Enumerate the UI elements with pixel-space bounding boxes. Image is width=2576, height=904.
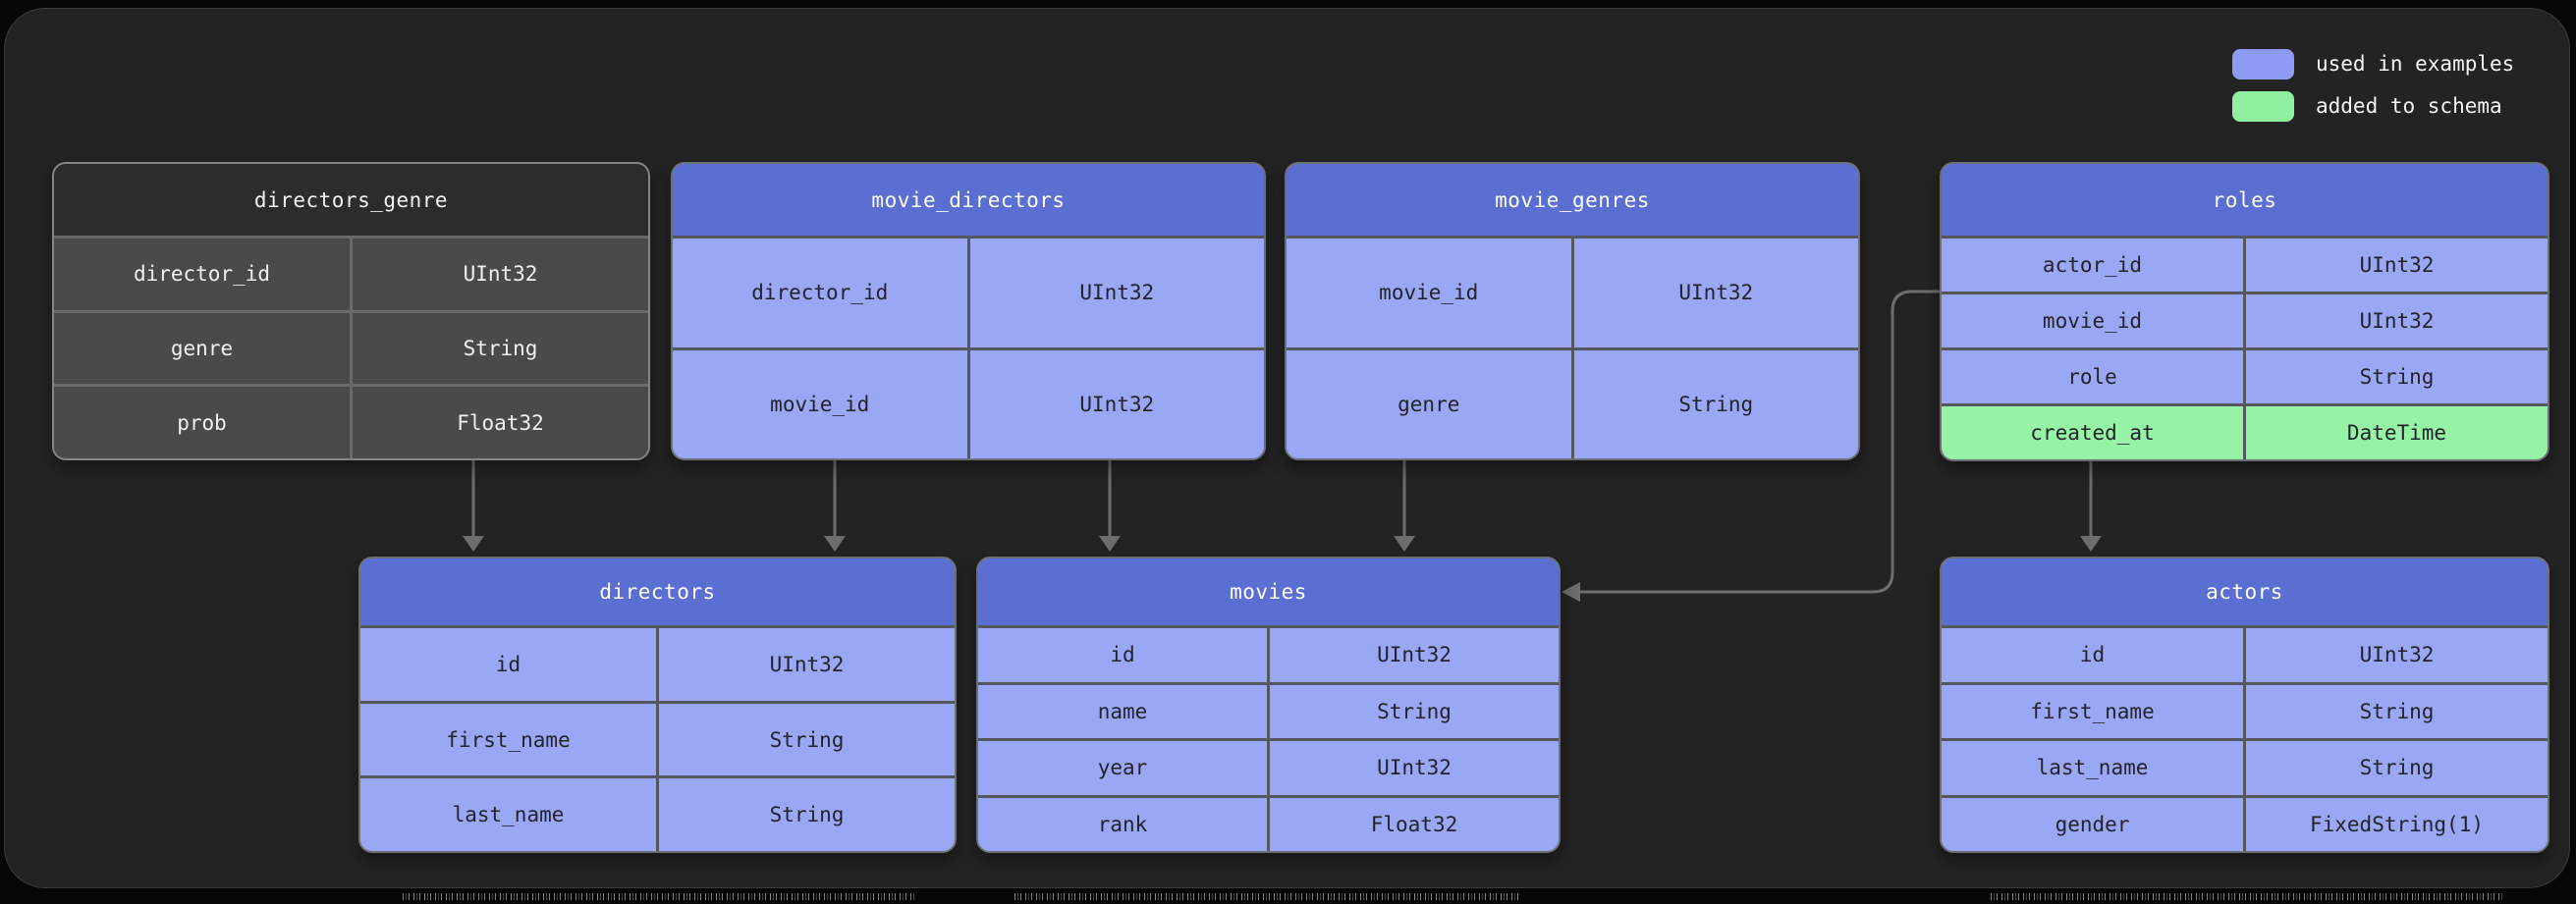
table-title: movies	[978, 558, 1559, 625]
column-row-last_name: last_name String	[360, 775, 955, 851]
table-movie_genres: movie_genres movie_id UInt32 genre String	[1285, 162, 1860, 460]
column-name: director_id	[673, 239, 970, 347]
column-row-movie_id: movie_id UInt32	[1942, 292, 2548, 347]
column-row-prob: prob Float32	[54, 384, 648, 458]
column-type: String	[2359, 756, 2435, 780]
column-name: id	[1942, 628, 2246, 682]
table-title: movie_directors	[673, 164, 1264, 236]
legend-item-used-in-examples: used in examples	[2232, 47, 2547, 80]
column-row-name: name String	[978, 681, 1559, 738]
column-name: last_name	[1942, 741, 2246, 795]
column-type: String	[2359, 699, 2435, 723]
legend-label: added to schema	[2316, 94, 2502, 118]
column-name: genre	[1287, 349, 1574, 458]
column-type: String	[1377, 699, 1452, 723]
column-name: year	[978, 741, 1270, 795]
column-row-director_id: director_id UInt32	[673, 236, 1264, 347]
column-row-genre: genre String	[1287, 346, 1858, 458]
column-row-first_name: first_name String	[1942, 681, 2548, 738]
column-row-movie_id: movie_id UInt32	[1287, 236, 1858, 347]
column-type: UInt32	[1079, 281, 1155, 305]
legend: used in examples added to schema	[2232, 47, 2547, 132]
column-row-gender: gender FixedString(1)	[1942, 794, 2548, 851]
column-name: name	[978, 684, 1270, 738]
column-name: actor_id	[1942, 239, 2246, 292]
column-type: Float32	[1370, 812, 1458, 836]
column-name: last_name	[360, 778, 659, 851]
column-name: id	[978, 628, 1270, 682]
legend-label: used in examples	[2316, 52, 2515, 76]
legend-item-added-to-schema: added to schema	[2232, 89, 2547, 123]
column-name: rank	[978, 797, 1270, 851]
column-row-id: id UInt32	[978, 625, 1559, 682]
column-type: DateTime	[2346, 421, 2447, 445]
column-row-created_at: created_at DateTime	[1942, 403, 2548, 459]
legend-swatch-green	[2232, 90, 2294, 122]
column-row-year: year UInt32	[978, 738, 1559, 795]
column-row-id: id UInt32	[360, 625, 955, 701]
column-row-role: role String	[1942, 347, 2548, 403]
legend-swatch-blue	[2232, 48, 2294, 80]
table-title: roles	[1942, 164, 2548, 236]
column-row-rank: rank Float32	[978, 794, 1559, 851]
column-type: FixedString(1)	[2309, 812, 2484, 836]
table-title: movie_genres	[1287, 164, 1858, 236]
column-name: director_id	[54, 239, 353, 310]
column-type: String	[463, 337, 538, 360]
column-type: UInt32	[1678, 281, 1754, 305]
column-type: UInt32	[2359, 309, 2435, 333]
column-name: movie_id	[673, 349, 970, 458]
column-type: UInt32	[769, 652, 845, 676]
bottom-microtext-segment	[403, 893, 914, 900]
column-row-movie_id: movie_id UInt32	[673, 346, 1264, 458]
column-name: genre	[54, 312, 353, 385]
column-name: id	[360, 628, 659, 701]
column-name: movie_id	[1942, 294, 2246, 347]
column-type: String	[769, 803, 845, 827]
column-row-first_name: first_name String	[360, 700, 955, 776]
table-body: movie_id UInt32 genre String	[1287, 236, 1858, 458]
column-type: UInt32	[2359, 253, 2435, 277]
column-row-actor_id: actor_id UInt32	[1942, 236, 2548, 292]
column-type: UInt32	[1377, 756, 1452, 780]
column-row-id: id UInt32	[1942, 625, 2548, 682]
column-name: prob	[54, 387, 353, 458]
column-type: UInt32	[463, 262, 538, 287]
column-row-director_id: director_id UInt32	[54, 236, 648, 310]
table-title: directors_genre	[54, 164, 648, 236]
column-type: String	[769, 727, 845, 752]
column-type: Float32	[457, 410, 544, 435]
column-name: created_at	[1942, 406, 2246, 459]
bottom-microtext-segment	[1991, 893, 2504, 900]
table-body: director_id UInt32 genre String prob Float32	[54, 236, 648, 458]
column-name: movie_id	[1287, 239, 1574, 347]
column-name: gender	[1942, 797, 2246, 851]
column-name: first_name	[360, 703, 659, 776]
table-directors_genre: directors_genre director_id UInt32 genre St…	[52, 162, 650, 460]
column-type: UInt32	[2359, 643, 2435, 667]
column-type: String	[2359, 365, 2435, 389]
column-type: String	[1678, 392, 1754, 416]
column-name: first_name	[1942, 684, 2246, 738]
column-type: UInt32	[1079, 392, 1155, 416]
table-title: directors	[360, 558, 955, 625]
bottom-microtext-segment	[1014, 893, 1520, 900]
column-row-last_name: last_name String	[1942, 738, 2548, 795]
table-title: actors	[1942, 558, 2548, 625]
column-type: UInt32	[1377, 643, 1452, 667]
column-name: role	[1942, 350, 2246, 403]
column-row-genre: genre String	[54, 309, 648, 385]
